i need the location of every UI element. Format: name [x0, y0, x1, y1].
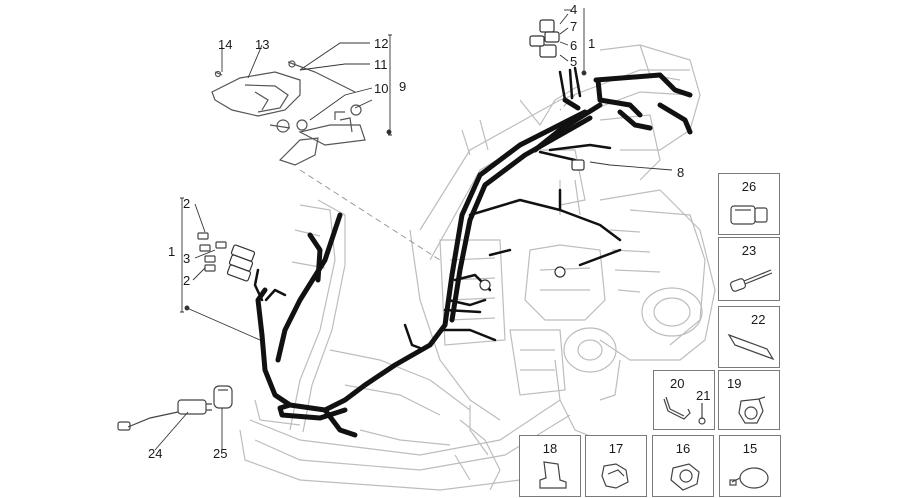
scooter-frame: [239, 44, 716, 491]
part-box-16: 16: [652, 435, 714, 497]
part-26-drawing: [730, 205, 768, 225]
sensor-cable-24: [117, 399, 212, 431]
part-number-20: 20: [670, 376, 685, 391]
part-box-15: 15: [719, 435, 781, 497]
callout-12: 12: [374, 36, 389, 51]
callout-1-left: 1: [168, 244, 176, 259]
callout-4: 4: [570, 2, 578, 17]
part-box-22: 22: [718, 306, 780, 368]
callout-11: 11: [374, 57, 388, 72]
callout-24: 24: [148, 446, 163, 461]
callout-6: 6: [570, 38, 578, 53]
part-box-23: 23: [718, 237, 780, 301]
part-box-17: 17: [585, 435, 647, 497]
harness-branches: [253, 66, 622, 350]
part-number-23: 23: [741, 243, 757, 258]
part-22-drawing: [727, 333, 775, 361]
callout-2-top: 2: [183, 196, 191, 211]
callout-3: 3: [183, 251, 191, 266]
part-number-21: 21: [696, 388, 711, 403]
callout-10: 10: [374, 81, 389, 96]
callout-8: 8: [677, 165, 685, 180]
callout-7: 7: [570, 19, 578, 34]
callout-5: 5: [570, 54, 578, 69]
leader-lines: [154, 8, 673, 451]
clip-parts: [197, 232, 227, 272]
callout-2-bottom: 2: [183, 273, 191, 288]
callout-25: 25: [213, 446, 228, 461]
part-15-drawing: [729, 467, 769, 489]
part-18-drawing: [539, 461, 567, 489]
part-19-drawing: [738, 396, 766, 424]
callout-1-top: 1: [588, 36, 596, 51]
callout-14: 14: [218, 37, 233, 52]
part-box-26: 26: [718, 173, 780, 235]
part-number-16: 16: [675, 441, 691, 456]
handlebar-cover-assembly: [211, 60, 366, 166]
callout-9: 9: [399, 79, 407, 94]
callout-13: 13: [255, 37, 270, 52]
part-box-20-21: 20 21: [653, 370, 715, 430]
part-number-17: 17: [608, 441, 624, 456]
part-number-22: 22: [751, 312, 766, 327]
wiring-harness: [255, 72, 693, 438]
part-16-drawing: [670, 463, 700, 491]
part-box-19: 19: [718, 370, 780, 430]
grommet-25: [213, 385, 233, 409]
part-17-drawing: [601, 463, 629, 489]
part-number-18: 18: [542, 441, 558, 456]
part-23-drawing: [729, 269, 773, 292]
part-number-26: 26: [741, 179, 757, 194]
part-20-21-drawing: [663, 396, 706, 425]
part-number-15: 15: [742, 441, 758, 456]
part-box-18: 18: [519, 435, 581, 497]
part-number-19: 19: [727, 376, 742, 391]
harness-connectors: [226, 19, 585, 291]
